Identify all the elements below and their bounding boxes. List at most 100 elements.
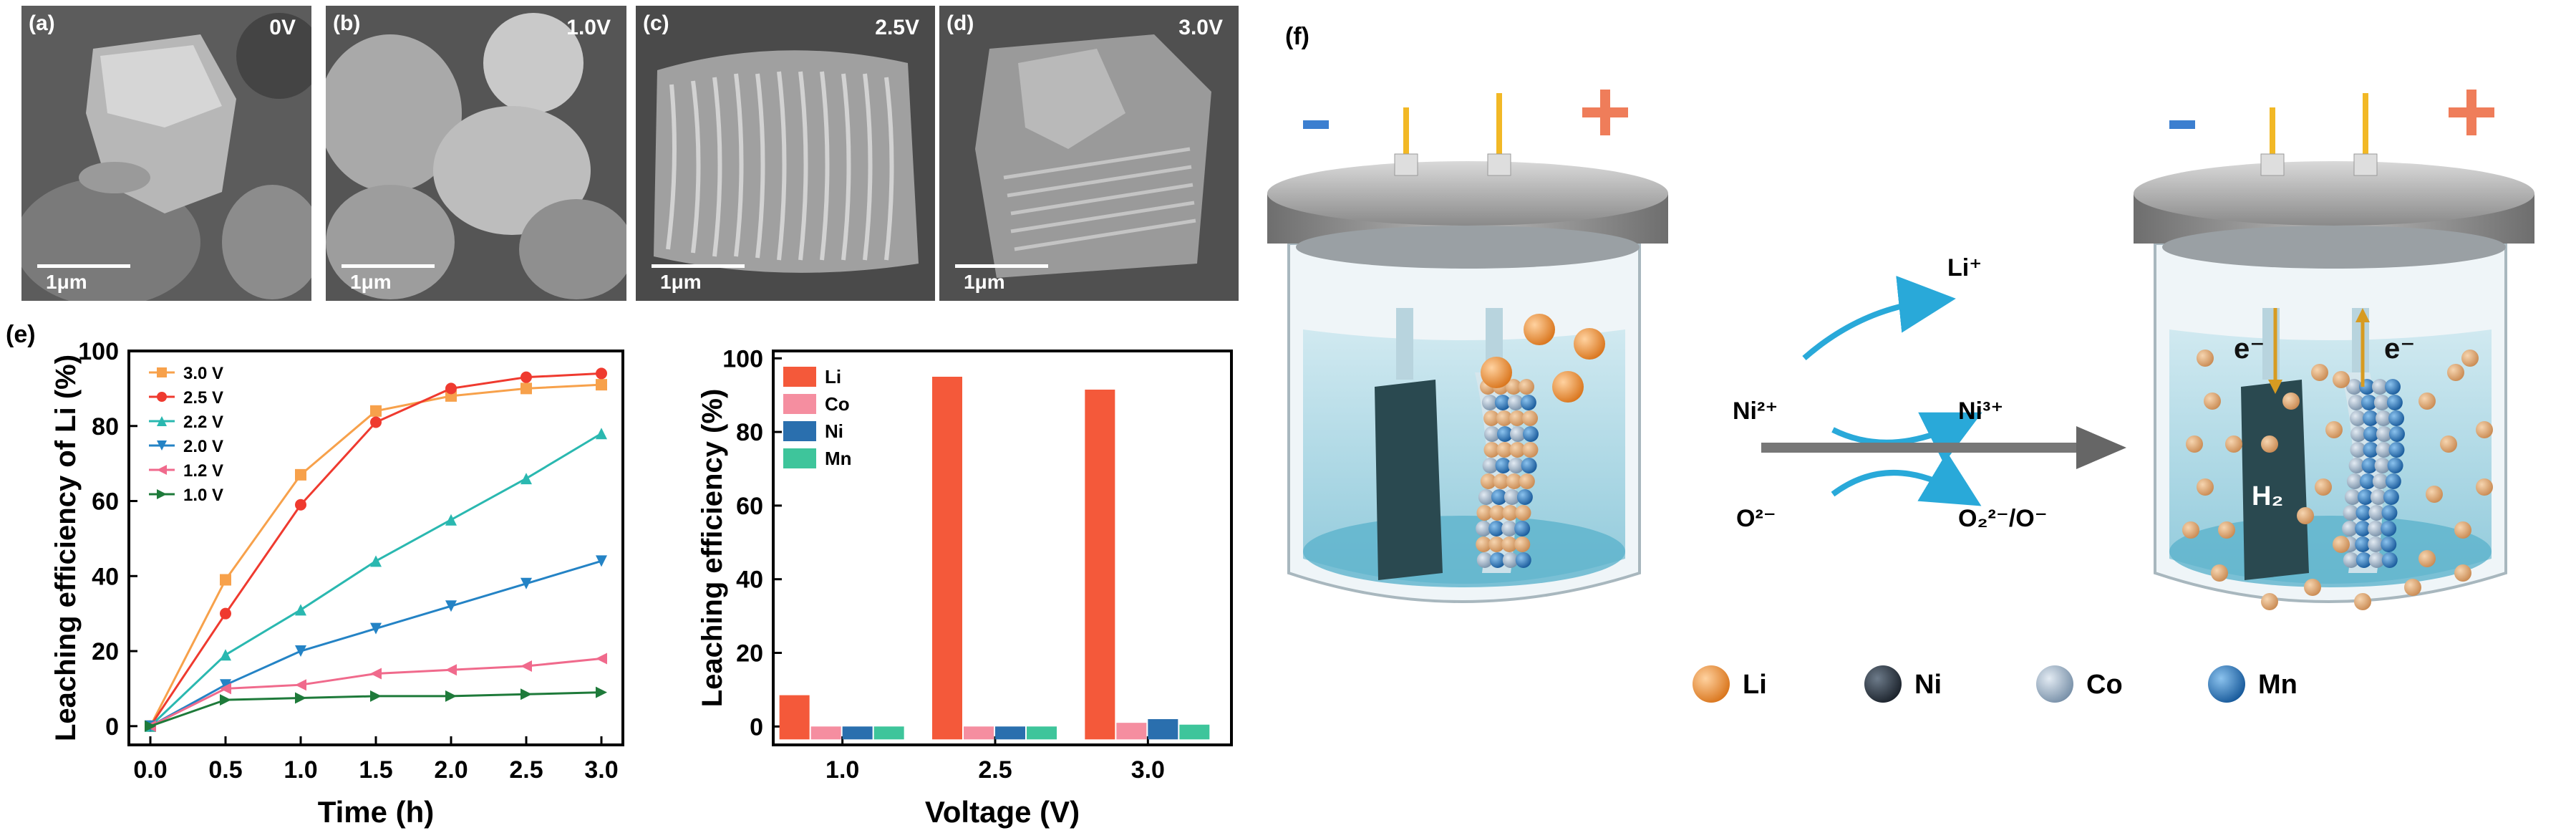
legend-li-ball xyxy=(1693,665,1730,703)
cathode-material-particle xyxy=(2344,489,2360,505)
li-ion-particle xyxy=(2418,550,2436,567)
data-point xyxy=(295,692,306,704)
li-ion-particle xyxy=(2454,564,2471,582)
cathode-material-particle xyxy=(2342,521,2358,536)
cathode-material-particle xyxy=(2343,552,2359,568)
data-point xyxy=(596,555,607,567)
legend-label: 3.0 V xyxy=(183,364,223,383)
electron-arrowhead-up xyxy=(2355,308,2370,322)
x-axis-label: Time (h) xyxy=(318,795,435,829)
li-ion-particle xyxy=(2261,593,2278,610)
cathode-material-particle xyxy=(1488,536,1505,552)
ni3-label: Ni³⁺ xyxy=(1958,398,2003,425)
data-point xyxy=(520,371,532,383)
cathode-material-particle xyxy=(1483,410,1500,426)
legend-label: 1.2 V xyxy=(183,461,223,481)
cathode-material-particle xyxy=(1501,536,1518,552)
cathode-material-particle xyxy=(1514,521,1531,536)
sem-a-label: (a) xyxy=(29,11,55,35)
lid-top xyxy=(1267,161,1668,226)
sem-d-scale-bar xyxy=(955,264,1048,268)
legend-marker xyxy=(157,465,167,475)
sem-texture-a xyxy=(21,6,311,301)
cathode-material-particle xyxy=(1496,426,1513,442)
data-point xyxy=(520,382,532,395)
cathode-material-particle xyxy=(2370,489,2386,505)
data-point xyxy=(520,660,532,672)
cathode-material-particle xyxy=(1509,426,1526,442)
cathode-material-particle xyxy=(2359,473,2376,489)
data-point xyxy=(220,649,231,661)
li-ion-particle xyxy=(2182,521,2199,539)
cathode-material-particle xyxy=(2355,521,2371,536)
data-point xyxy=(295,499,306,511)
reactor-after: e⁻e⁻H₂ xyxy=(2134,90,2534,610)
cathode-terminal xyxy=(2270,107,2275,158)
cathode-material-particle xyxy=(2374,458,2391,473)
li-ion-particle xyxy=(2476,421,2493,438)
cathode-material-particle xyxy=(2388,410,2405,426)
series-line xyxy=(150,658,602,728)
data-point xyxy=(220,607,231,620)
cathode-material-particle xyxy=(2368,505,2385,521)
cathode-material-particle xyxy=(2385,379,2401,395)
sem-d-voltage: 3.0V xyxy=(1178,16,1223,39)
ni2-label: Ni²⁺ xyxy=(1733,398,1778,425)
sem-b-scale-bar xyxy=(342,264,435,268)
cathode-material-particle xyxy=(2361,458,2378,473)
cathode-material-particle xyxy=(2373,395,2390,410)
cathode-material-particle xyxy=(1476,552,1493,568)
cathode-material-particle xyxy=(1515,552,1531,568)
li-ion-particle xyxy=(2325,421,2343,438)
series-2-0V xyxy=(145,555,607,732)
cathode-material-particle xyxy=(1478,489,1494,505)
y-tick-label: 80 xyxy=(92,413,119,440)
data-point xyxy=(295,645,306,658)
legend-mn-ball xyxy=(2208,665,2245,703)
cathode-material-particle xyxy=(1502,505,1519,521)
x-tick-label: 2.0 xyxy=(434,756,468,784)
li-ion-particle xyxy=(2440,435,2457,453)
plus-sign-v xyxy=(2466,90,2476,135)
data-point xyxy=(445,514,457,526)
cathode-material-particle xyxy=(1494,395,1511,410)
cathode-material-particle xyxy=(1519,379,1534,395)
y-tick-label: 60 xyxy=(736,493,763,520)
bar-li-2.5 xyxy=(932,376,962,740)
li-ion-particle xyxy=(2315,478,2332,496)
o-oxidation-arrow xyxy=(1831,452,1982,506)
cathode-material-particle xyxy=(1496,410,1513,426)
data-point xyxy=(295,679,306,691)
cathode-material-particle xyxy=(2346,379,2362,395)
cathode-material-particle xyxy=(1522,442,1539,458)
cathode-material-particle xyxy=(2387,458,2403,473)
bar-mn-3.0 xyxy=(1179,724,1210,740)
cathode-material-particle xyxy=(1476,521,1492,536)
li-ion-particle xyxy=(2225,435,2242,453)
data-point xyxy=(220,694,231,706)
data-point xyxy=(370,668,382,680)
sem-b-label: (b) xyxy=(333,11,361,35)
li-ion-particle xyxy=(2197,350,2214,367)
li-ion-particle xyxy=(2354,593,2371,610)
data-point xyxy=(445,382,457,395)
cathode-material-particle xyxy=(1502,552,1519,568)
cathode-material-particle xyxy=(2357,489,2373,505)
data-point xyxy=(596,653,607,665)
cathode-material-particle xyxy=(2372,473,2388,489)
cathode-rod xyxy=(1396,308,1413,380)
cathode-material-particle xyxy=(1514,536,1531,552)
legend-label: 2.2 V xyxy=(183,413,223,432)
legend-swatch xyxy=(783,421,816,441)
ni-oxidation-arrow xyxy=(1831,412,1982,464)
cathode-plate xyxy=(2241,380,2309,580)
li-plus-label: Li⁺ xyxy=(1947,254,1982,281)
cathode-material-particle xyxy=(2355,505,2372,521)
bar-co-2.5 xyxy=(964,726,994,740)
cathode-material-particle xyxy=(2381,505,2398,521)
cathode-terminal xyxy=(1403,107,1409,158)
cathode-material-particle xyxy=(2343,505,2359,521)
sem-texture-c xyxy=(636,6,935,301)
sem-d-scale-label: 1μm xyxy=(964,271,1005,293)
